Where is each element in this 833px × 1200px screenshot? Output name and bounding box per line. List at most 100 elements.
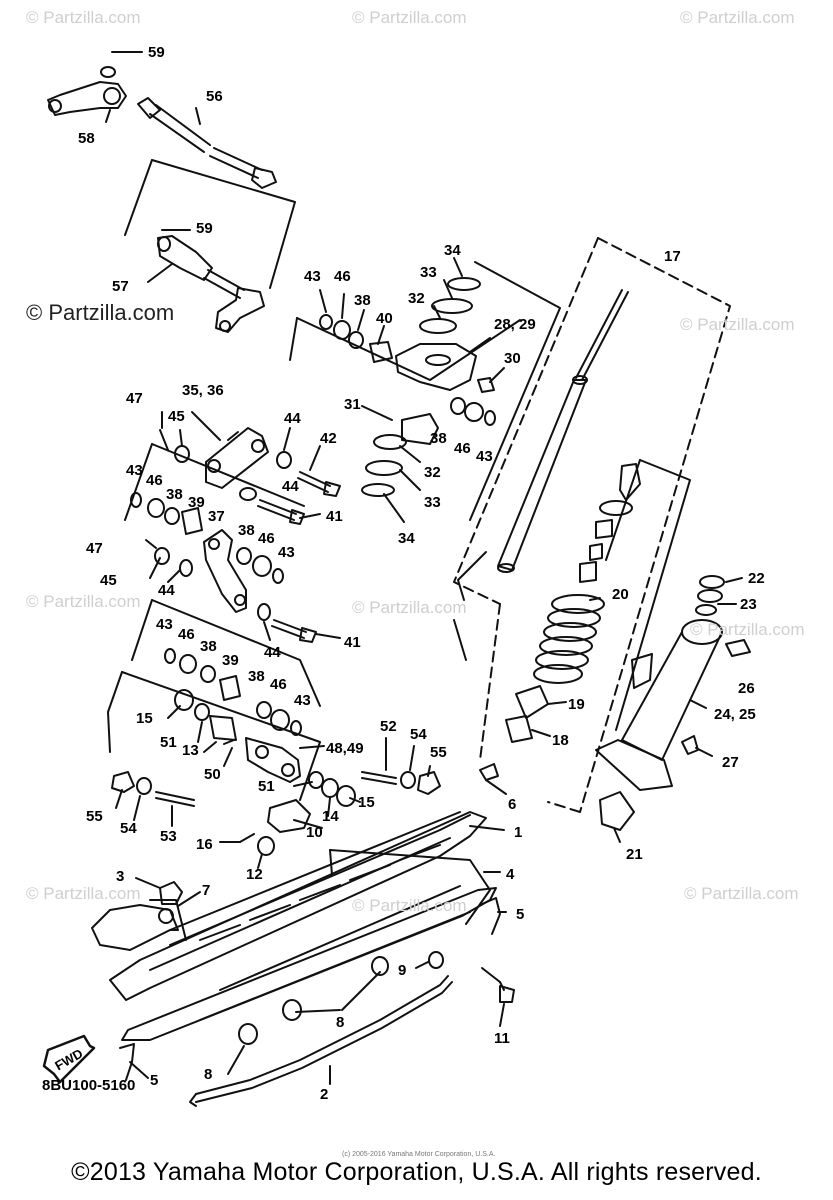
- ski-1: [91, 811, 497, 1041]
- watermark: © Partzilla.com: [352, 8, 467, 27]
- watermark: © Partzilla.com: [26, 884, 141, 903]
- steering-arm-58: [47, 66, 127, 116]
- callout-c47a: 47: [126, 390, 143, 407]
- callout-c46f: 46: [270, 676, 287, 693]
- callout-c51a: 51: [160, 734, 177, 751]
- callout-c38a: 38: [354, 292, 371, 309]
- runner-2: [189, 975, 453, 1107]
- callout-c3: 3: [116, 868, 125, 885]
- callout-c32a: 32: [408, 290, 425, 307]
- callout-c9: 9: [398, 962, 407, 979]
- callout-c41b: 41: [344, 634, 361, 651]
- callout-c34a: 34: [444, 242, 461, 259]
- callout-c53: 53: [160, 828, 177, 845]
- steering-arm-37: [203, 529, 247, 613]
- callout-c22: 22: [748, 570, 765, 587]
- spindle-28: [395, 343, 477, 391]
- callout-c59b: 59: [196, 220, 213, 237]
- callout-c57: 57: [112, 278, 129, 295]
- callout-c3536: 35, 36: [182, 382, 224, 399]
- callout-c17: 17: [664, 248, 681, 265]
- partzilla-logo: © Partzilla.com: [26, 300, 175, 325]
- callout-c37: 37: [208, 508, 225, 525]
- callout-c30: 30: [504, 350, 521, 367]
- shock-body-24: [595, 575, 725, 791]
- callout-c45a: 45: [168, 408, 185, 425]
- callout-c26: 26: [738, 680, 755, 697]
- callout-c46e: 46: [178, 626, 195, 643]
- coil-spring-20: [533, 594, 605, 684]
- callout-c38b: 38: [430, 430, 447, 447]
- callout-c39a: 39: [188, 494, 205, 511]
- diagram-code: 8BU100-5160: [42, 1077, 136, 1094]
- callout-c54a: 54: [410, 726, 427, 743]
- callout-c55b: 55: [86, 808, 103, 825]
- watermark: © Partzilla.com: [684, 884, 799, 903]
- callout-c4: 4: [506, 866, 515, 883]
- callout-c43d: 43: [278, 544, 295, 561]
- watermark: © Partzilla.com: [352, 598, 467, 617]
- callout-c13: 13: [182, 742, 199, 759]
- callout-c43f: 43: [294, 692, 311, 709]
- watermark: © Partzilla.com: [680, 8, 795, 27]
- callout-c33b: 33: [424, 494, 441, 511]
- callout-c44b: 44: [282, 478, 299, 495]
- callout-c2829: 28, 29: [494, 316, 536, 333]
- callout-c39b: 39: [222, 652, 239, 669]
- callout-c8a: 8: [336, 1014, 345, 1031]
- watermark: © Partzilla.com: [26, 8, 141, 27]
- callout-c43a: 43: [304, 268, 321, 285]
- callout-c42: 42: [320, 430, 337, 447]
- callout-c5b: 5: [150, 1072, 159, 1089]
- callout-c2: 2: [320, 1086, 329, 1103]
- callout-c44c: 44: [158, 582, 175, 599]
- callout-c21: 21: [626, 846, 643, 863]
- callout-c52: 52: [380, 718, 397, 735]
- callout-c46d: 46: [258, 530, 275, 547]
- watermark: © Partzilla.com: [690, 620, 805, 639]
- callout-c40: 40: [376, 310, 393, 327]
- callout-c38c: 38: [166, 486, 183, 503]
- callout-c7: 7: [202, 882, 211, 899]
- steering-column-57: [157, 235, 265, 333]
- callout-c6: 6: [508, 796, 517, 813]
- callout-c43e: 43: [156, 616, 173, 633]
- copyright-caption: ©2013 Yamaha Motor Corporation, U.S.A. A…: [71, 1158, 762, 1186]
- callout-c5a: 5: [516, 906, 525, 923]
- callout-c12: 12: [246, 866, 263, 883]
- callout-c31: 31: [344, 396, 361, 413]
- callout-c44a: 44: [284, 410, 301, 427]
- callout-c15a: 15: [136, 710, 153, 727]
- callout-c19: 19: [568, 696, 585, 713]
- callout-c38f: 38: [248, 668, 265, 685]
- callout-c16: 16: [196, 836, 213, 853]
- callout-c33a: 33: [420, 264, 437, 281]
- callout-c27: 27: [722, 754, 739, 771]
- callout-c15b: 15: [358, 794, 375, 811]
- callout-c20: 20: [612, 586, 629, 603]
- callout-c4849: 48,49: [326, 740, 364, 757]
- ski-bracket-48: [245, 737, 301, 783]
- callout-c56: 56: [206, 88, 223, 105]
- callout-c8b: 8: [204, 1066, 213, 1083]
- callout-c51b: 51: [258, 778, 275, 795]
- callout-c10: 10: [306, 824, 323, 841]
- callout-c14: 14: [322, 808, 339, 825]
- callout-c46c: 46: [146, 472, 163, 489]
- callout-c38e: 38: [200, 638, 217, 655]
- callout-c34b: 34: [398, 530, 415, 547]
- tiny-copyright: (c) 2005-2016 Yamaha Motor Corporation, …: [342, 1151, 496, 1158]
- callout-c55a: 55: [430, 744, 447, 761]
- callout-c43c: 43: [126, 462, 143, 479]
- shock-absorber-17: [497, 289, 629, 573]
- callout-c46b: 46: [454, 440, 471, 457]
- callout-c47b: 47: [86, 540, 103, 557]
- callout-c23: 23: [740, 596, 757, 613]
- callout-c38d: 38: [238, 522, 255, 539]
- callout-c44d: 44: [264, 644, 281, 661]
- shock-box-17: [453, 237, 731, 813]
- watermark: © Partzilla.com: [352, 896, 467, 915]
- callout-c41a: 41: [326, 508, 343, 525]
- callout-c58: 58: [78, 130, 95, 147]
